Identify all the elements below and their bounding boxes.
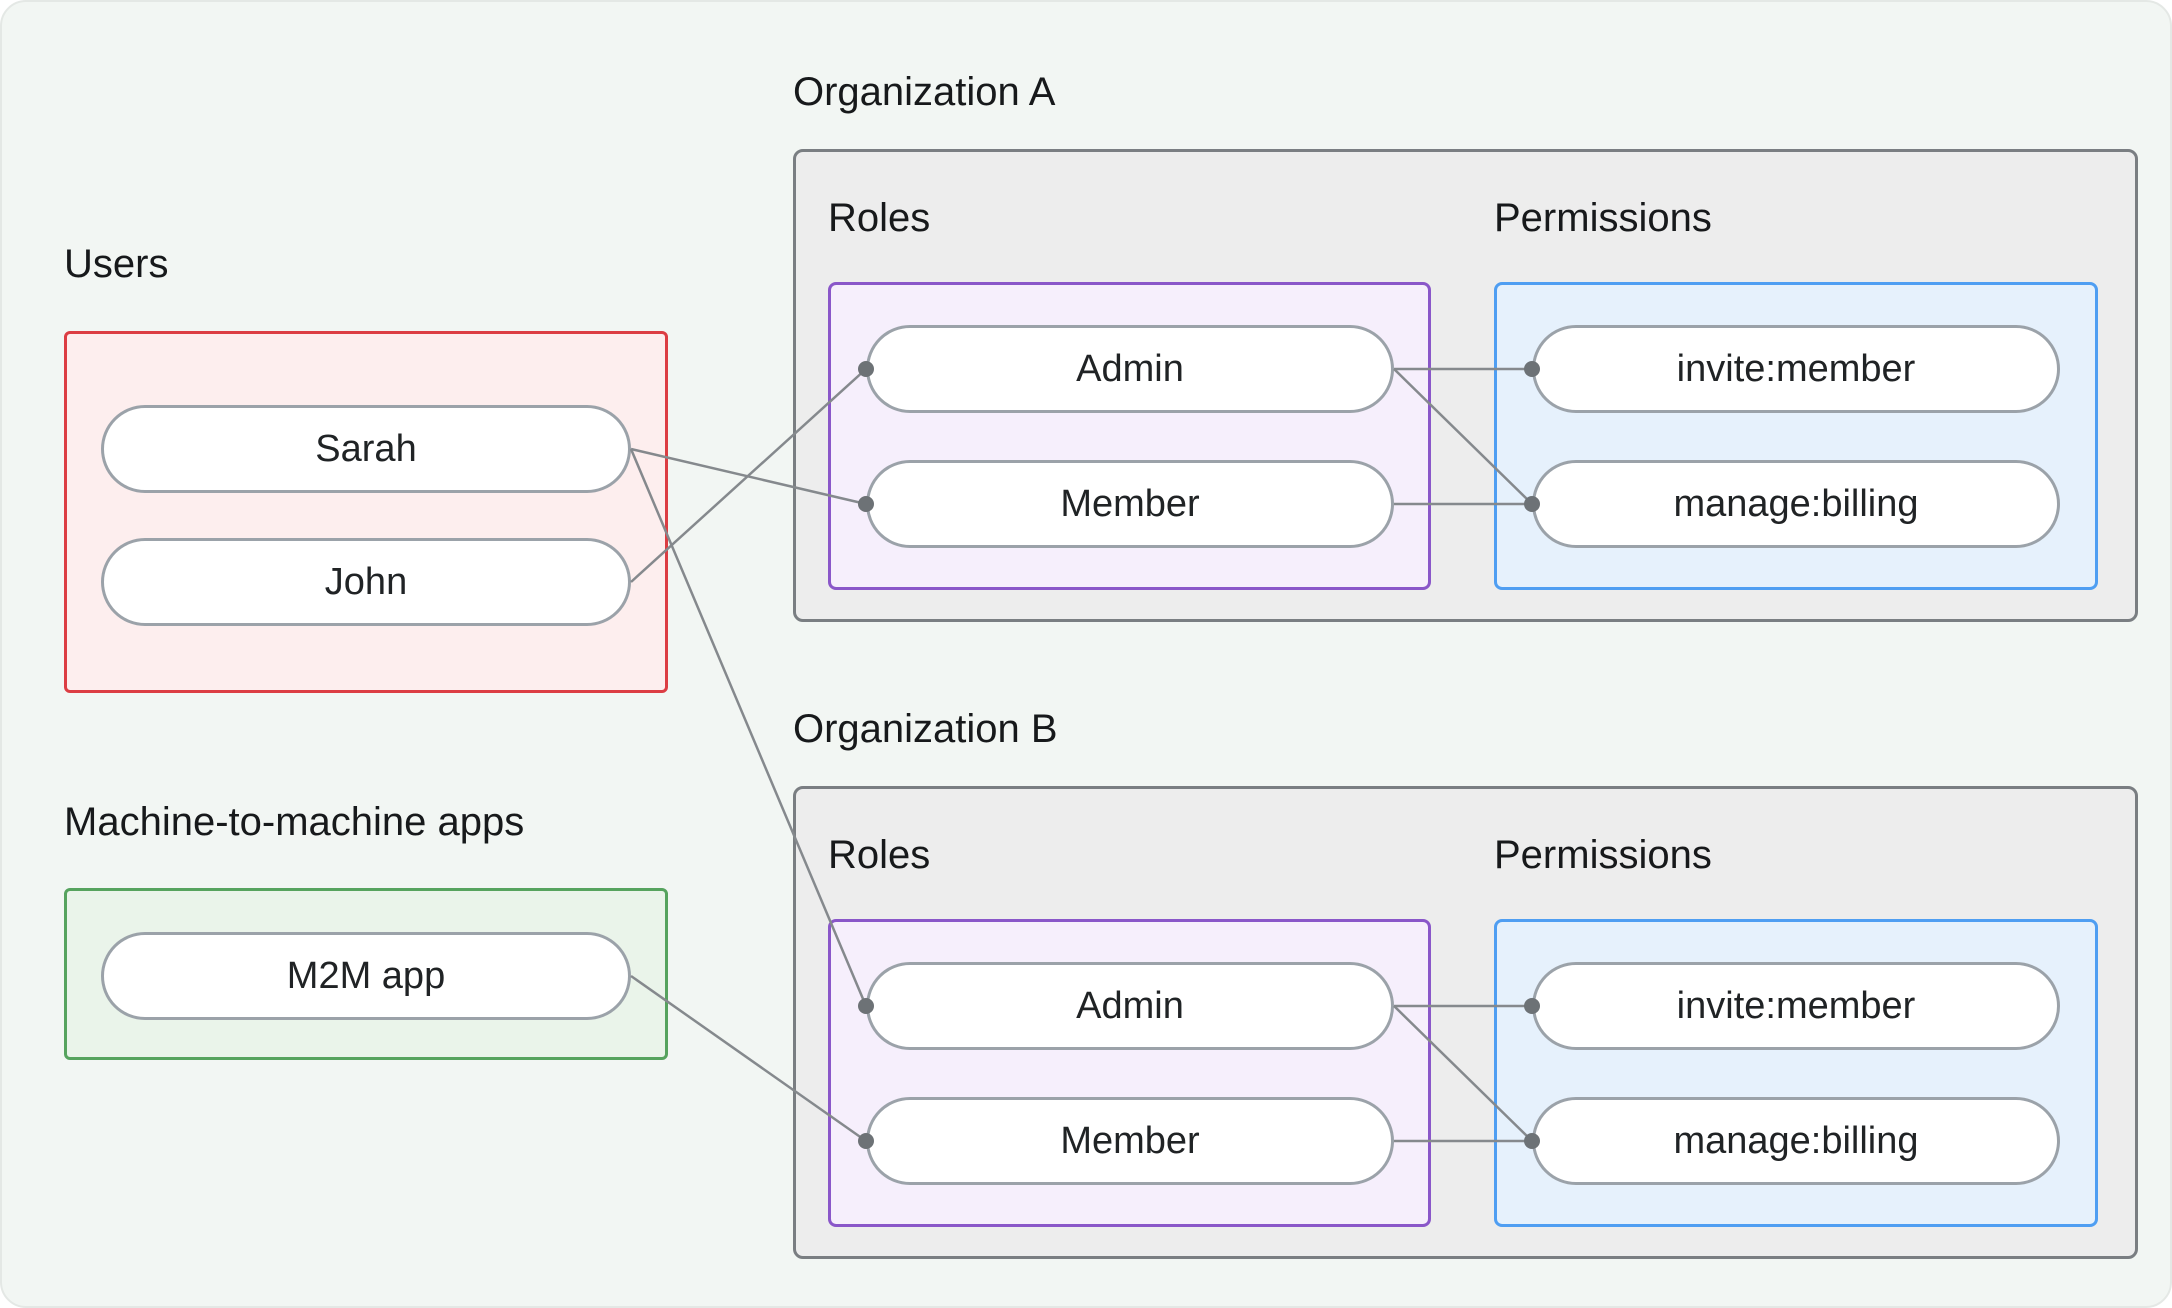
org-b-title: Organization B bbox=[793, 707, 1058, 751]
org-b-permissions-label: Permissions bbox=[1494, 833, 1712, 877]
user-node-john: John bbox=[101, 538, 631, 626]
org-a-role-member: Member bbox=[866, 460, 1394, 548]
m2m-section-title: Machine-to-machine apps bbox=[64, 800, 525, 844]
org-a-permission-manage-billing: manage:billing bbox=[1532, 460, 2060, 548]
org-a-roles-label: Roles bbox=[828, 196, 931, 240]
org-a-title: Organization A bbox=[793, 70, 1056, 114]
org-a-permissions-label: Permissions bbox=[1494, 196, 1712, 240]
users-group-box bbox=[64, 331, 668, 693]
org-b-role-admin: Admin bbox=[866, 962, 1394, 1050]
org-b-permission-manage-billing: manage:billing bbox=[1532, 1097, 2060, 1185]
user-node-sarah: Sarah bbox=[101, 405, 631, 493]
org-b-role-member: Member bbox=[866, 1097, 1394, 1185]
org-b-permission-invite-member: invite:member bbox=[1532, 962, 2060, 1050]
org-a-permission-invite-member: invite:member bbox=[1532, 325, 2060, 413]
org-b-roles-label: Roles bbox=[828, 833, 931, 877]
m2m-app-node: M2M app bbox=[101, 932, 631, 1020]
org-a-role-admin: Admin bbox=[866, 325, 1394, 413]
users-section-title: Users bbox=[64, 242, 169, 286]
